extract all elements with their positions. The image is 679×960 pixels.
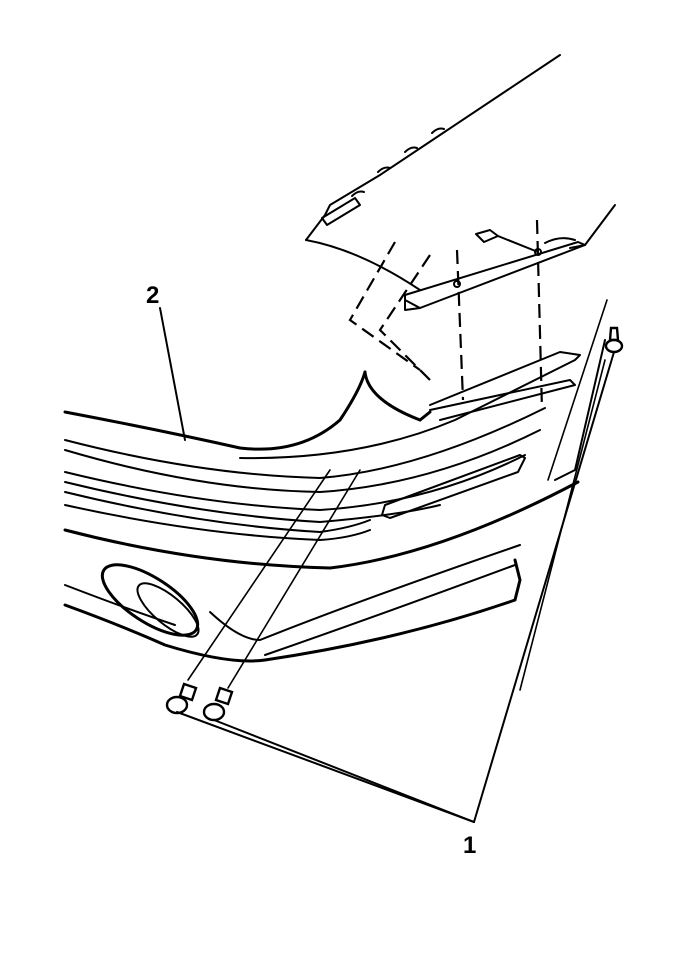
fascia-bumper-beam-line: [63, 480, 580, 570]
alignment-lines: [348, 219, 544, 411]
leader-line-1a: [176, 711, 475, 823]
clip-bump: [431, 127, 445, 134]
reflector-slot: [381, 454, 526, 519]
retainer-tab-strap: [497, 235, 539, 253]
fascia-line: [64, 454, 526, 511]
alignment-line: [455, 249, 465, 401]
bolt: [165, 682, 198, 715]
fascia-line: [64, 504, 371, 541]
fascia-upper-surface: [239, 351, 581, 460]
alignment-line: [378, 254, 431, 381]
bolt-head: [202, 702, 226, 722]
quarter-panel-lower-edge: [305, 239, 421, 291]
bracket-hole: [453, 280, 461, 288]
push-in-retainer: [604, 326, 624, 354]
leader-line-1c: [473, 351, 615, 823]
fascia-lower-edge: [63, 558, 522, 663]
clip-bump: [404, 146, 418, 153]
quarter-panel-flange: [321, 197, 361, 226]
retainer-tab: [475, 229, 499, 243]
quarter-panel-top-edge: [305, 54, 561, 241]
callout-label-2: 2: [146, 282, 159, 309]
leader-line-2: [159, 307, 186, 441]
retainer-head: [604, 338, 624, 354]
fascia-right-end: [554, 339, 606, 481]
bolt-alignment-line: [187, 469, 331, 681]
mounting-bracket: [404, 229, 586, 311]
alignment-line: [348, 241, 421, 371]
callout-label-1: 1: [463, 832, 476, 859]
bolt-shank: [214, 686, 234, 706]
fascia-line: [64, 491, 371, 533]
bolt: [202, 686, 234, 722]
fascia-top-edge: [63, 370, 367, 451]
bolt-alignment-lines: [187, 299, 608, 691]
exhaust-opening: [100, 563, 200, 637]
fascia-line: [64, 429, 541, 493]
alignment-line: [535, 219, 544, 411]
fascia-line: [64, 407, 546, 479]
bolt-head: [165, 695, 189, 715]
bracket-outline: [404, 241, 586, 309]
quarter-panel: [305, 54, 616, 291]
clip-bump: [377, 166, 391, 173]
clip-bump: [351, 190, 365, 197]
leader-lines: [159, 307, 615, 823]
fascia-lower-crease: [209, 544, 521, 641]
bracket-lip: [404, 294, 421, 311]
bolt-shank: [178, 682, 198, 702]
bolt-alignment-line: [227, 469, 361, 689]
fascia-wheel-opening: [363, 370, 432, 422]
reflector-slot-upper: [429, 379, 576, 421]
bumper-fascia: [63, 339, 606, 663]
leader-line-1b: [213, 719, 475, 823]
bracket-curve: [544, 237, 576, 244]
retainer-stem: [608, 326, 620, 342]
fascia-lower-crease: [264, 564, 516, 656]
retainer-alignment-line: [547, 299, 608, 481]
exhaust-opening-inner: [136, 582, 200, 638]
